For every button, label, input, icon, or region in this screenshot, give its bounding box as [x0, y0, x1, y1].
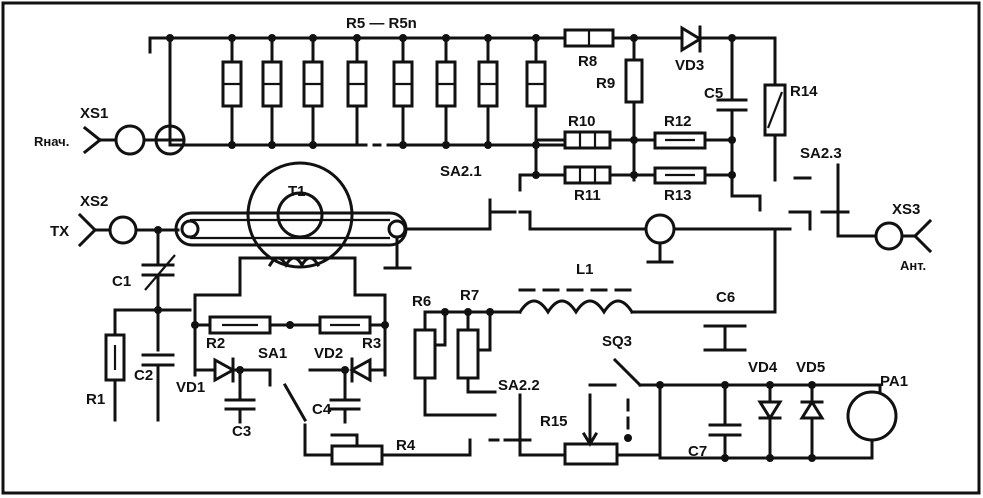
- label-r1: R1: [86, 391, 105, 408]
- label-r12: R12: [664, 113, 692, 130]
- label-r9: R9: [596, 75, 615, 92]
- label-r2: R2: [206, 335, 225, 352]
- label-r10: R10: [568, 113, 596, 130]
- label-vd4: VD4: [748, 359, 778, 376]
- label-sa2-1: SA2.1: [440, 163, 482, 180]
- connector-xs3: [874, 218, 933, 254]
- capacitor-c3: [224, 368, 256, 424]
- resistor-bank-r5: [166, 34, 736, 149]
- label-sa1: SA1: [258, 345, 287, 362]
- label-xs3: XS3: [892, 201, 920, 218]
- label-c1: C1: [112, 273, 131, 290]
- resistor-r13: [653, 166, 707, 185]
- label-c2: C2: [134, 367, 153, 384]
- label-r5: R5 — R5n: [346, 15, 417, 32]
- label-tx: TX: [50, 223, 69, 240]
- label-xs2: XS2: [80, 193, 108, 210]
- label-pa1: PA1: [880, 373, 908, 390]
- resistor-r12: [653, 131, 707, 150]
- detector-bridge: [191, 293, 389, 377]
- label-r3: R3: [362, 335, 381, 352]
- diode-vd2: [308, 357, 387, 383]
- label-r15: R15: [540, 413, 568, 430]
- inductor-l1: [488, 227, 777, 315]
- switch-sa2-1: [488, 210, 792, 264]
- connector-xs1: [82, 124, 186, 156]
- meter-pa1: [658, 383, 898, 460]
- label-r6: R6: [412, 293, 431, 310]
- component-labels: R5 — R5n R8 R9 VD3 C5 R14 R10 R12 R11 R1…: [34, 15, 926, 460]
- resistor-r7: [456, 308, 497, 394]
- r5-resistors: [221, 36, 547, 147]
- label-r13: R13: [664, 187, 692, 204]
- capacitor-c5: [716, 36, 748, 198]
- switch-sq3: [588, 357, 882, 442]
- resistor-r10: [563, 130, 612, 150]
- resistor-r2: [208, 315, 272, 335]
- resistor-r3: [318, 315, 372, 335]
- label-c3: C3: [232, 423, 251, 440]
- label-ant: Ант.: [900, 258, 926, 273]
- capacitor-c1: [141, 228, 176, 352]
- diode-vd1: [193, 357, 272, 383]
- label-r11: R11: [574, 187, 601, 204]
- resistor-r15: [563, 383, 662, 466]
- label-sq3: SQ3: [602, 333, 632, 350]
- label-sa2-3: SA2.3: [800, 145, 842, 162]
- connector-xs2: [77, 212, 180, 248]
- capacitor-c6: [703, 324, 747, 352]
- label-r4: R4: [396, 437, 416, 454]
- resistor-r6: [413, 308, 497, 417]
- label-vd2: VD2: [314, 345, 343, 362]
- resistor-r14: [763, 83, 787, 177]
- label-c7: C7: [688, 443, 707, 460]
- label-vd1: VD1: [176, 379, 205, 396]
- label-sa2-2: SA2.2: [498, 377, 540, 394]
- transformer-t1: [174, 161, 492, 297]
- diode-vd4: [757, 381, 783, 462]
- label-r8: R8: [578, 53, 597, 70]
- label-t1: T1: [288, 183, 306, 200]
- label-r7: R7: [460, 287, 479, 304]
- capacitor-c7: [708, 381, 742, 462]
- resistor-r1: [104, 306, 192, 422]
- diode-vd5: [799, 381, 825, 462]
- resistor-r11: [563, 165, 612, 185]
- resistor-r4: [330, 433, 472, 466]
- label-rnach: Rнач.: [34, 134, 69, 149]
- top-bus: [148, 36, 777, 87]
- capacitor-c4: [329, 368, 361, 424]
- label-r14: R14: [790, 83, 818, 100]
- resistor-r9: [624, 36, 644, 182]
- switch-sa2-3: [758, 163, 878, 238]
- label-c6: C6: [716, 289, 735, 306]
- label-c4: C4: [312, 401, 332, 418]
- resistor-network: [518, 130, 762, 198]
- label-xs1: XS1: [80, 105, 108, 122]
- capacitor-c2: [141, 353, 175, 422]
- label-l1: L1: [576, 261, 594, 278]
- label-vd3: VD3: [675, 57, 704, 74]
- resistor-r8: [563, 28, 615, 48]
- switch-sa2-2: [488, 393, 567, 457]
- label-vd5: VD5: [796, 359, 825, 376]
- diode-vd3: [680, 25, 703, 53]
- switch-sa1: [268, 368, 334, 457]
- label-c5: C5: [704, 85, 723, 102]
